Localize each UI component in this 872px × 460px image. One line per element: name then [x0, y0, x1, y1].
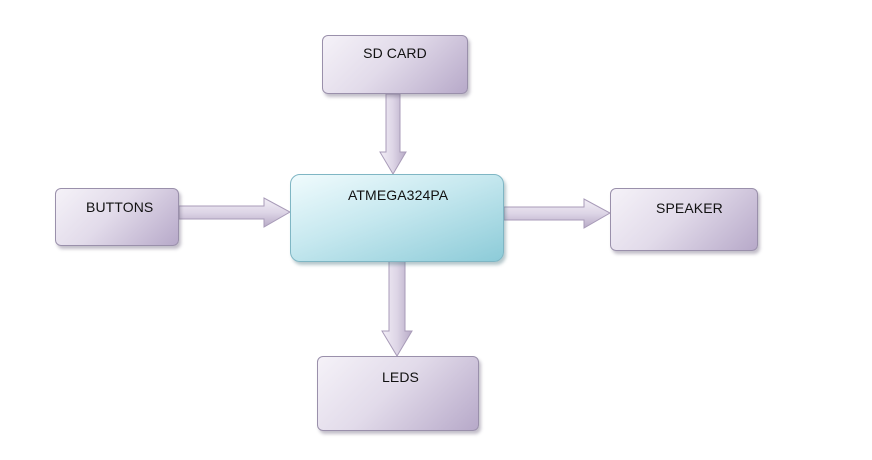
arrow-mcu-to-speaker — [503, 198, 612, 229]
speaker-label: SPEAKER — [656, 200, 723, 216]
speaker-block: SPEAKER — [610, 188, 758, 251]
leds-label: LEDS — [382, 369, 419, 385]
sd-card-block: SD CARD — [322, 35, 468, 94]
buttons-label: BUTTONS — [86, 199, 154, 215]
sd-card-label: SD CARD — [363, 45, 427, 61]
leds-block: LEDS — [317, 356, 479, 431]
arrow-mcu-to-leds — [381, 260, 413, 357]
mcu-label: ATMEGA324PA — [348, 187, 449, 203]
arrow-buttons-to-mcu — [178, 197, 292, 228]
mcu-block: ATMEGA324PA — [290, 174, 504, 262]
arrow-sdcard-to-mcu — [379, 93, 407, 175]
buttons-block: BUTTONS — [55, 188, 179, 246]
